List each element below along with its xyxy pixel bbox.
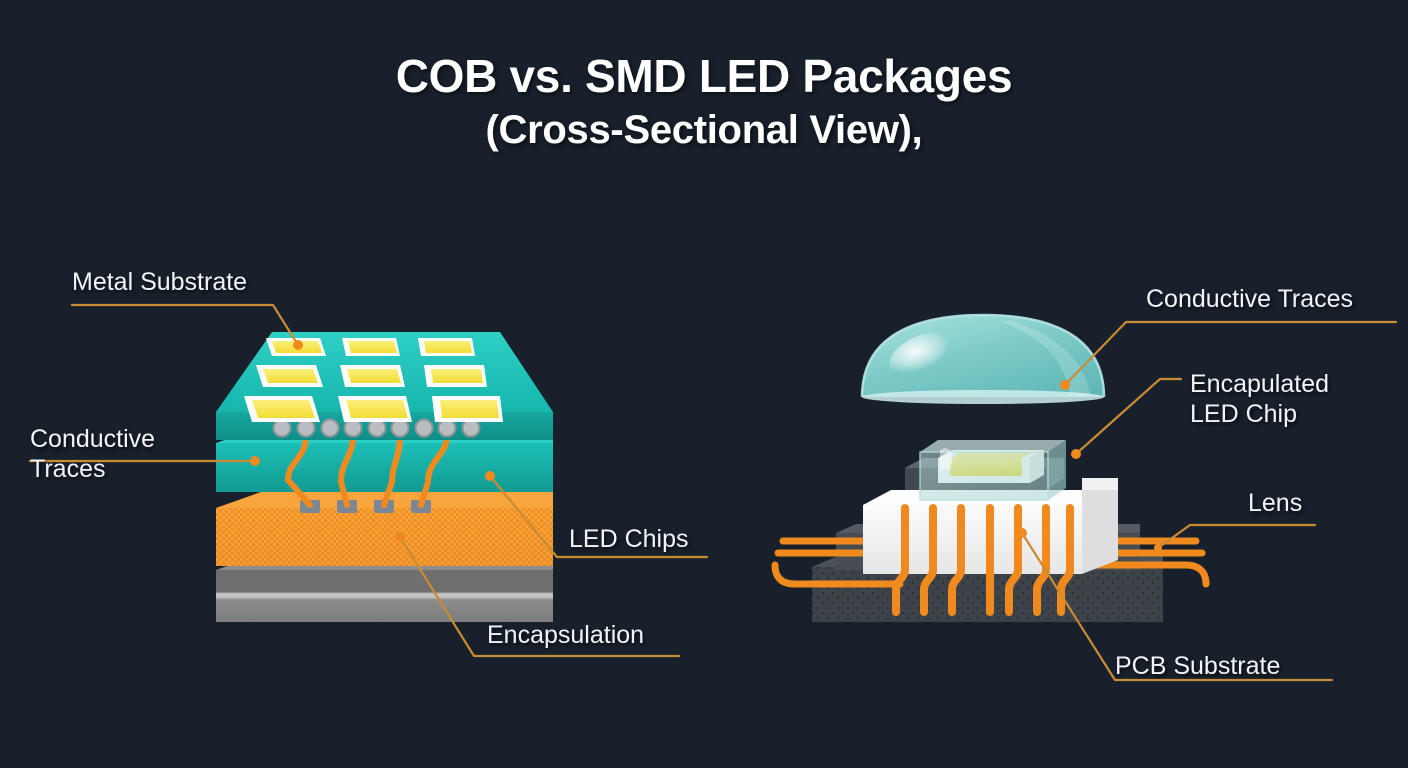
led-chip	[342, 338, 400, 356]
cob-led-chip-grid	[244, 338, 503, 422]
cob-bond-wires	[284, 433, 450, 508]
cob-package-illustration	[216, 332, 553, 622]
leader-encapsulation	[398, 535, 681, 658]
smd-dome-lens	[860, 313, 1106, 404]
leader-dots	[250, 340, 1162, 552]
led-chip	[418, 338, 475, 356]
leader-pcb-substrate	[1020, 531, 1334, 682]
leader-smd-conductive-traces	[1063, 320, 1398, 387]
smd-leads	[892, 504, 1074, 616]
led-chip	[432, 396, 503, 422]
smd-glass-encapsulation	[919, 440, 1066, 501]
led-chip	[424, 365, 487, 387]
cob-vias	[272, 418, 481, 438]
smd-package-body	[863, 478, 1118, 574]
leader-lines	[28, 303, 1398, 682]
led-chip	[256, 365, 323, 387]
led-chip	[244, 396, 320, 422]
smd-package-illustration	[771, 313, 1210, 622]
led-chip	[340, 365, 405, 387]
leader-lens	[1156, 523, 1317, 550]
led-chip	[338, 396, 412, 422]
leader-encapsulated-led-chip	[1074, 377, 1183, 456]
leader-metal-substrate	[70, 303, 300, 347]
leader-led-chips	[488, 474, 709, 559]
